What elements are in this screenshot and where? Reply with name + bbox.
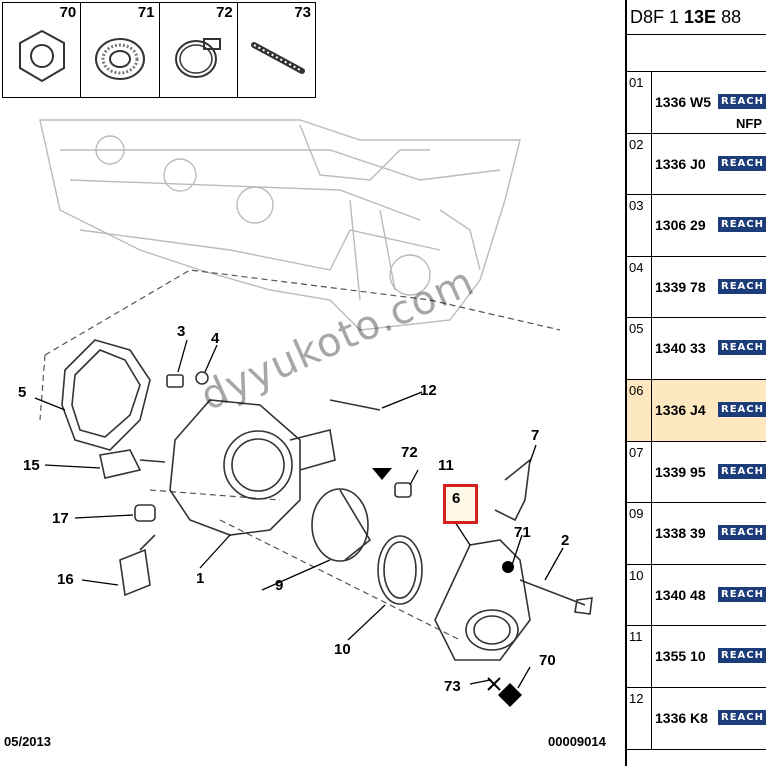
- row-index: 11: [627, 626, 652, 687]
- part-reference[interactable]: 1339 78: [655, 278, 706, 295]
- callout-6[interactable]: 6: [452, 490, 461, 507]
- part-reference[interactable]: 1340 48: [655, 586, 706, 603]
- stud-icon: [250, 42, 305, 74]
- thumb-number: 73: [294, 4, 311, 21]
- callout-5[interactable]: 5: [18, 384, 27, 401]
- reach-badge: REACH: [718, 648, 766, 664]
- part-reference[interactable]: 1336 J0: [655, 155, 706, 172]
- hose-clamp-icon: [174, 38, 221, 78]
- thumb-number: 72: [216, 4, 233, 21]
- selected-part-highlight[interactable]: [443, 484, 478, 524]
- part-reference[interactable]: 1340 33: [655, 340, 706, 357]
- reach-badge: REACH: [718, 217, 766, 233]
- panel-spacer: [627, 35, 766, 72]
- row-index: 02: [627, 133, 652, 195]
- callout-7[interactable]: 7: [531, 427, 540, 444]
- part-reference[interactable]: 1336 K8: [655, 709, 708, 726]
- callout-12[interactable]: 12: [420, 382, 437, 399]
- callout-10[interactable]: 10: [334, 641, 351, 658]
- thumb-70[interactable]: 70: [3, 3, 82, 97]
- callout-3[interactable]: 3: [177, 323, 186, 340]
- part-reference[interactable]: 1336 W5: [655, 94, 712, 110]
- callout-16[interactable]: 16: [57, 571, 74, 588]
- row-index: 05: [627, 318, 652, 379]
- callout-4[interactable]: 4: [211, 330, 220, 347]
- part-reference[interactable]: 1306 29: [655, 217, 706, 234]
- row-note: NFP: [736, 116, 762, 131]
- callout-70[interactable]: 70: [539, 652, 556, 669]
- row-index: 03: [627, 195, 652, 256]
- part-thumbnails: 70 71 72 73: [2, 2, 316, 98]
- thumb-72[interactable]: 72: [160, 3, 238, 97]
- row-index: 06: [627, 379, 652, 441]
- row-index: 07: [627, 441, 652, 503]
- part-reference[interactable]: 1338 39: [655, 525, 706, 542]
- part-reference[interactable]: 1355 10: [655, 648, 706, 665]
- row-index: 01: [627, 72, 652, 133]
- reach-badge: REACH: [718, 463, 766, 479]
- row-index: 12: [627, 687, 652, 749]
- callout-11[interactable]: 11: [438, 457, 454, 474]
- callout-73[interactable]: 73: [444, 678, 461, 695]
- part-reference[interactable]: 1336 J4: [655, 401, 706, 418]
- callout-17[interactable]: 17: [52, 510, 69, 527]
- callout-2[interactable]: 2: [561, 532, 570, 549]
- row-index: 09: [627, 503, 652, 564]
- callout-72[interactable]: 72: [401, 444, 418, 461]
- reach-badge: REACH: [718, 586, 766, 602]
- reach-badge: REACH: [718, 401, 766, 417]
- diagram-code: 00009014: [548, 734, 606, 749]
- part-reference[interactable]: 1339 95: [655, 463, 706, 480]
- panel-header: D8F 1 13E 88: [627, 0, 766, 35]
- reach-badge: REACH: [718, 525, 766, 541]
- thumb-number: 70: [59, 4, 77, 21]
- row-index: 10: [627, 564, 652, 626]
- reach-badge: REACH: [718, 278, 766, 294]
- thumb-number: 71: [137, 4, 155, 21]
- engine-drawing: [34, 119, 593, 707]
- reach-badge: REACH: [718, 340, 766, 356]
- callout-1[interactable]: 1: [196, 570, 205, 587]
- header-part-c: 88: [716, 7, 742, 27]
- row-index: 04: [627, 256, 652, 318]
- reach-badge: REACH: [718, 94, 766, 109]
- exploded-parts-diagram: 70 71 72 73: [2, 2, 606, 749]
- thumb-73[interactable]: 73: [238, 3, 315, 97]
- reach-badge: REACH: [718, 155, 766, 171]
- header-part-b: 13E: [684, 7, 717, 27]
- nut-icon: [19, 29, 65, 83]
- washer-icon: [95, 38, 146, 80]
- diagram-date: 05/2013: [4, 734, 51, 749]
- callout-15[interactable]: 15: [23, 457, 40, 474]
- header-part-a: D8F 1: [630, 7, 685, 27]
- callout-71[interactable]: 71: [514, 524, 531, 541]
- thumb-71[interactable]: 71: [81, 3, 160, 97]
- reach-badge: REACH: [718, 709, 766, 725]
- callout-9[interactable]: 9: [275, 577, 284, 594]
